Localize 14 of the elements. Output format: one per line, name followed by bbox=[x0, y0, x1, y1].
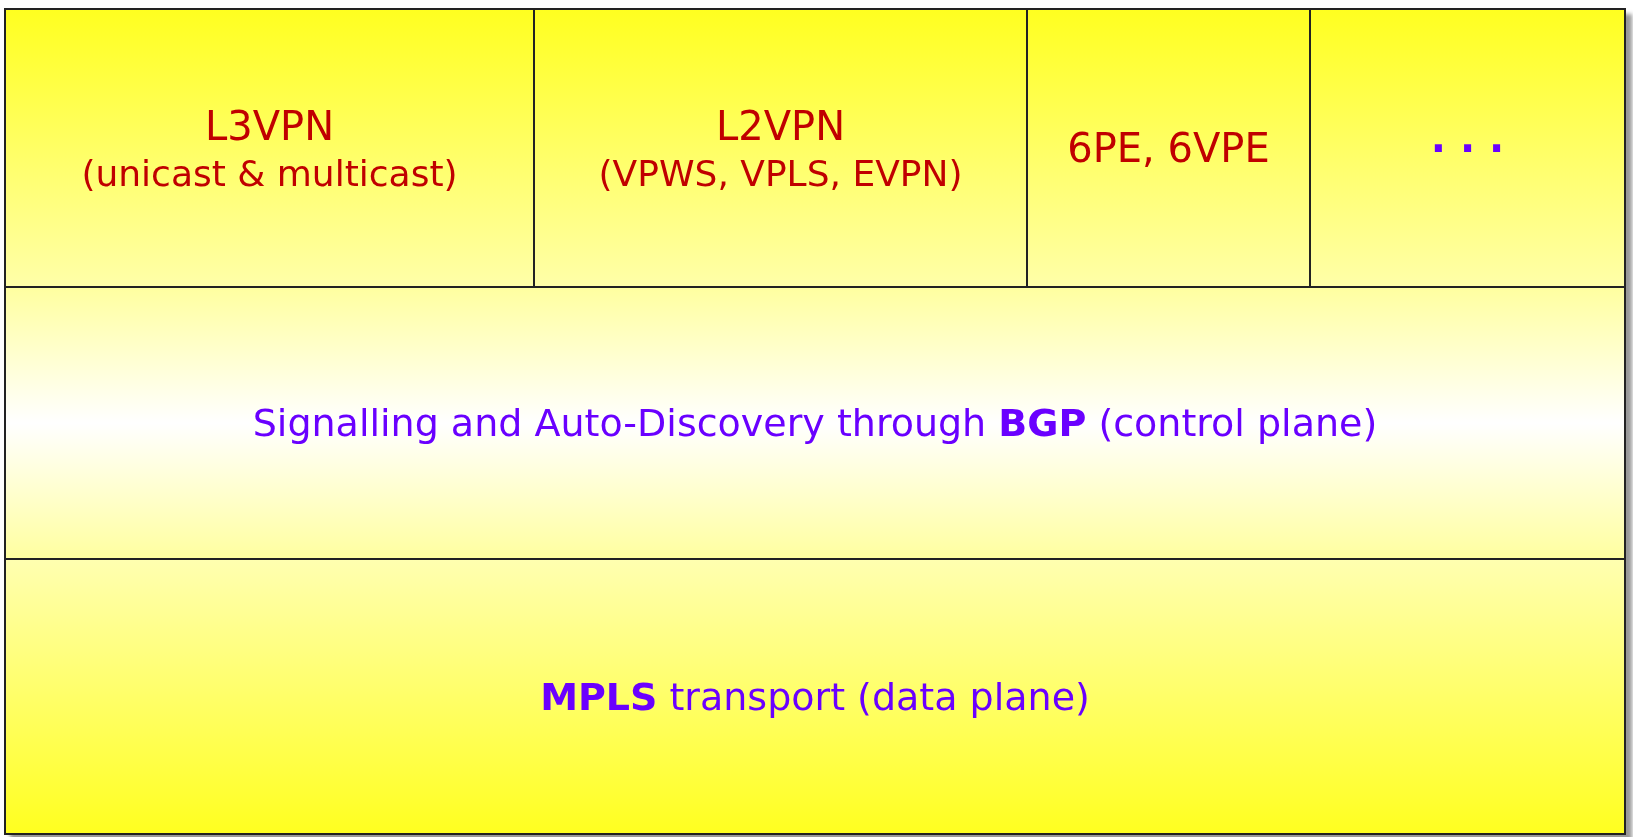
service-cell bbox=[1028, 10, 1311, 288]
layer-text: MPLS transport (data plane) bbox=[540, 674, 1090, 719]
layer-title: 6PE, 6VPE bbox=[1067, 124, 1270, 173]
layer-text: Signalling and Auto-Discovery through BGP (control plane) bbox=[252, 401, 1378, 445]
layer-subtitle: (unicast & multicast) bbox=[81, 151, 458, 196]
layer-title: L2VPN bbox=[715, 101, 846, 151]
service-cell bbox=[6, 10, 535, 288]
ellipsis-text: · · · bbox=[1430, 125, 1505, 171]
service-cell bbox=[1311, 10, 1624, 288]
layer-band bbox=[6, 288, 1624, 560]
service-cell bbox=[535, 10, 1028, 288]
layer-title: L3VPN bbox=[204, 101, 335, 151]
layer-band bbox=[6, 560, 1624, 833]
layer-subtitle: (VPWS, VPLS, EVPN) bbox=[598, 151, 963, 196]
